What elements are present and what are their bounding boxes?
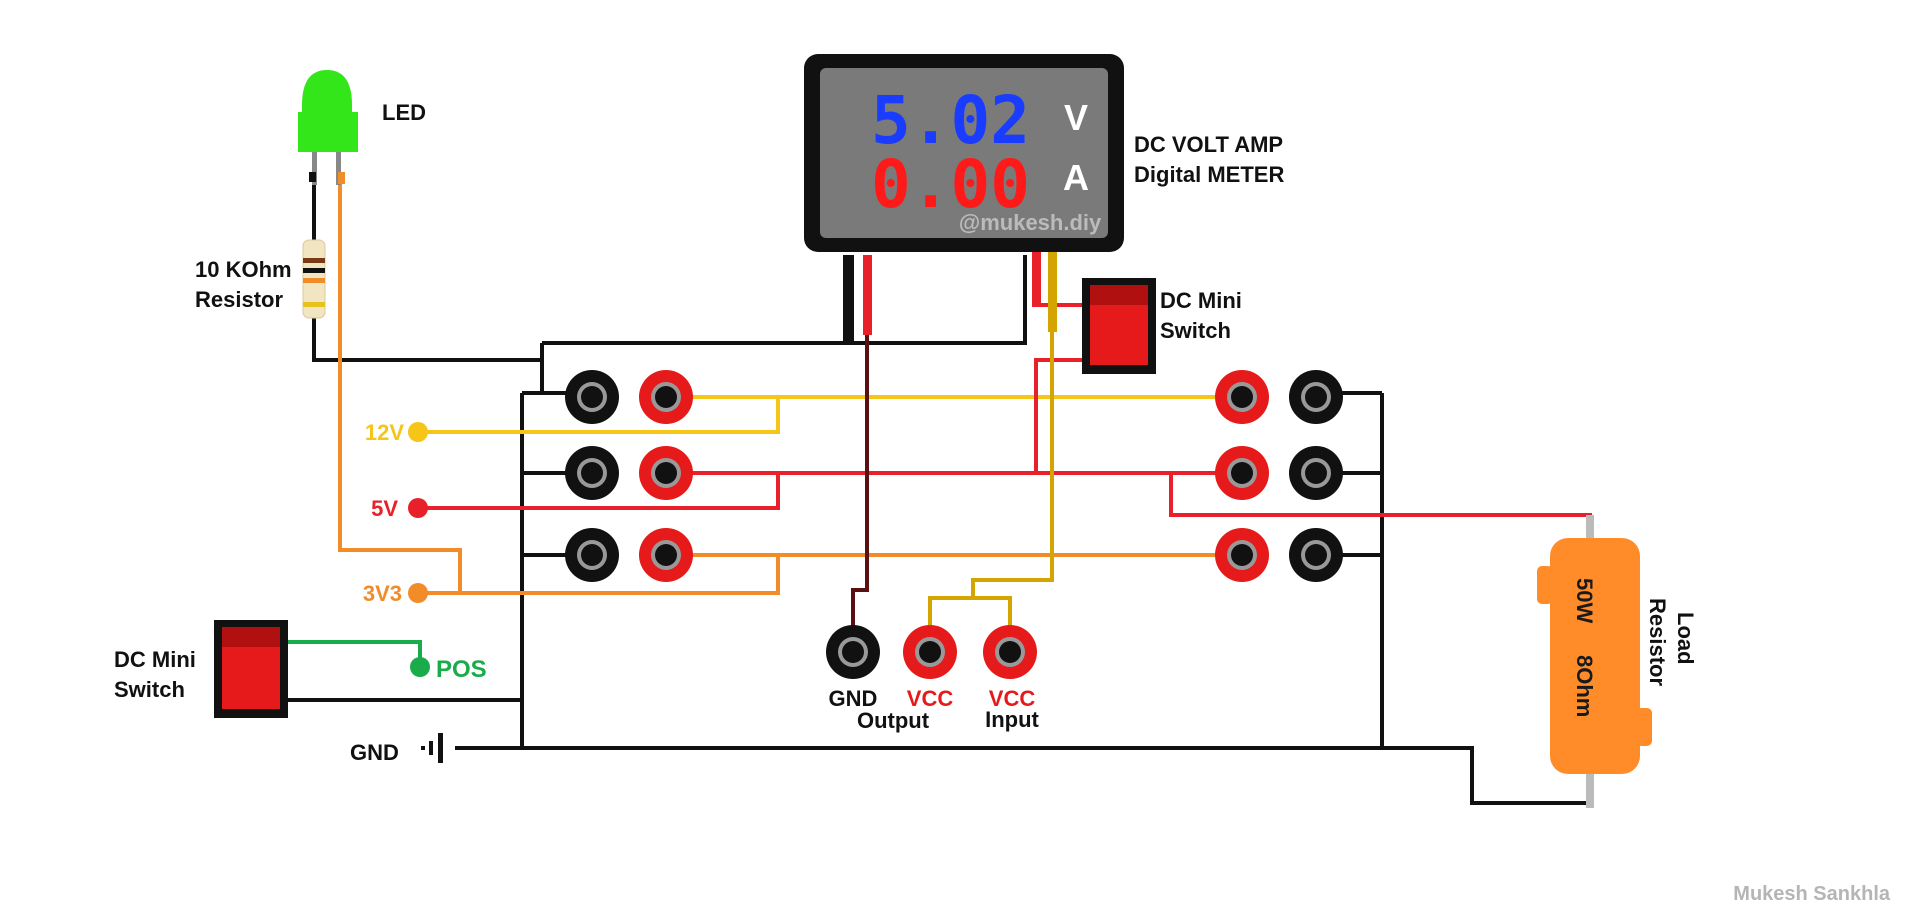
led-label: LED (382, 100, 426, 125)
credit-label: Mukesh Sankhla (1733, 883, 1891, 905)
gnd-wire-main (455, 391, 1590, 805)
terminal-left-red-3 (639, 528, 693, 582)
gnd-label: GND (350, 740, 399, 765)
gnd-output-label: GND (829, 686, 878, 711)
meter-label-line2: Digital METER (1134, 162, 1284, 187)
terminal-right-red-3 (1215, 528, 1269, 582)
rail-12v-dot (408, 422, 428, 442)
rail-5v-dot (408, 498, 428, 518)
wire-12v (420, 395, 1238, 434)
switch-left: DC Mini Switch (114, 620, 288, 718)
meter-voltage-unit: V (1064, 97, 1088, 138)
wire-meter-gnd (851, 255, 869, 648)
terminal-right-black-1 (1289, 370, 1343, 424)
vcc-output-label: VCC (907, 686, 954, 711)
terminal-left-black-3 (565, 528, 619, 582)
terminal-vcc-input (983, 625, 1037, 679)
meter-screen (820, 68, 1108, 238)
gnd-wire-left-bus (283, 391, 567, 748)
meter-current-reading: 0.00 (871, 146, 1030, 223)
gnd-wire-meter (542, 255, 1027, 345)
switch-top-label-line2: Switch (1160, 318, 1231, 343)
terminal-right-black-3 (1289, 528, 1343, 582)
resistor-10k: 10 KOhm Resistor (195, 239, 326, 319)
input-label: Input (985, 707, 1039, 732)
rail-5v-label: 5V (371, 496, 398, 521)
gnd-wire-led (312, 172, 544, 393)
load-label-line1: Load (1673, 612, 1698, 665)
terminal-right-red-2 (1215, 446, 1269, 500)
meter-voltage-reading: 5.02 (871, 82, 1030, 159)
switch-top-label-line1: DC Mini (1160, 288, 1242, 313)
switch-left-label-line2: Switch (114, 677, 185, 702)
wires (283, 172, 1592, 805)
terminal-left-black-1 (565, 370, 619, 424)
terminal-vcc-output (903, 625, 957, 679)
resistor-label-line2: Resistor (195, 287, 283, 312)
wire-pos (286, 640, 422, 667)
load-label-line2: Resistor (1645, 598, 1670, 686)
terminal-left-red-1 (639, 370, 693, 424)
wire-5v (420, 255, 1592, 525)
output-label: Output (857, 708, 930, 733)
rail-3v3-dot (408, 583, 428, 603)
terminal-right-black-2 (1289, 446, 1343, 500)
load-rating-watt: 50W (1572, 578, 1597, 623)
meter-label-line1: DC VOLT AMP (1134, 132, 1283, 157)
switch-top: DC Mini Switch (1082, 278, 1242, 374)
load-resistor-body (1550, 538, 1640, 774)
terminals: GND Output VCC VCC Input (565, 370, 1343, 733)
wire-meter-vcc (928, 255, 1054, 648)
rail-3v3-label: 3V3 (363, 581, 402, 606)
terminal-gnd-output (826, 625, 880, 679)
meter-current-unit: A (1063, 157, 1089, 198)
terminal-right-red-1 (1215, 370, 1269, 424)
vcc-input-label: VCC (989, 686, 1036, 711)
terminal-left-black-2 (565, 446, 619, 500)
resistor-label-line1: 10 KOhm (195, 257, 292, 282)
rail-inputs: 12V 5V 3V3 POS (363, 420, 487, 683)
pos-label: POS (436, 656, 487, 683)
meter-watermark: @mukesh.diy (959, 210, 1102, 235)
switch-left-label-line1: DC Mini (114, 647, 196, 672)
rail-12v-label: 12V (365, 420, 404, 445)
load-rating-ohm: 8Ohm (1572, 655, 1597, 717)
ground-symbol: GND (350, 733, 443, 765)
led: LED (298, 70, 426, 185)
load-resistor: 50W 8Ohm Load Resistor (1537, 515, 1698, 808)
volt-amp-meter: 5.02 0.00 V A @mukesh.diy DC VOLT AMP Di… (804, 54, 1284, 345)
terminal-left-red-2 (639, 446, 693, 500)
pos-dot (410, 657, 430, 677)
wire-3v3 (338, 172, 1238, 595)
